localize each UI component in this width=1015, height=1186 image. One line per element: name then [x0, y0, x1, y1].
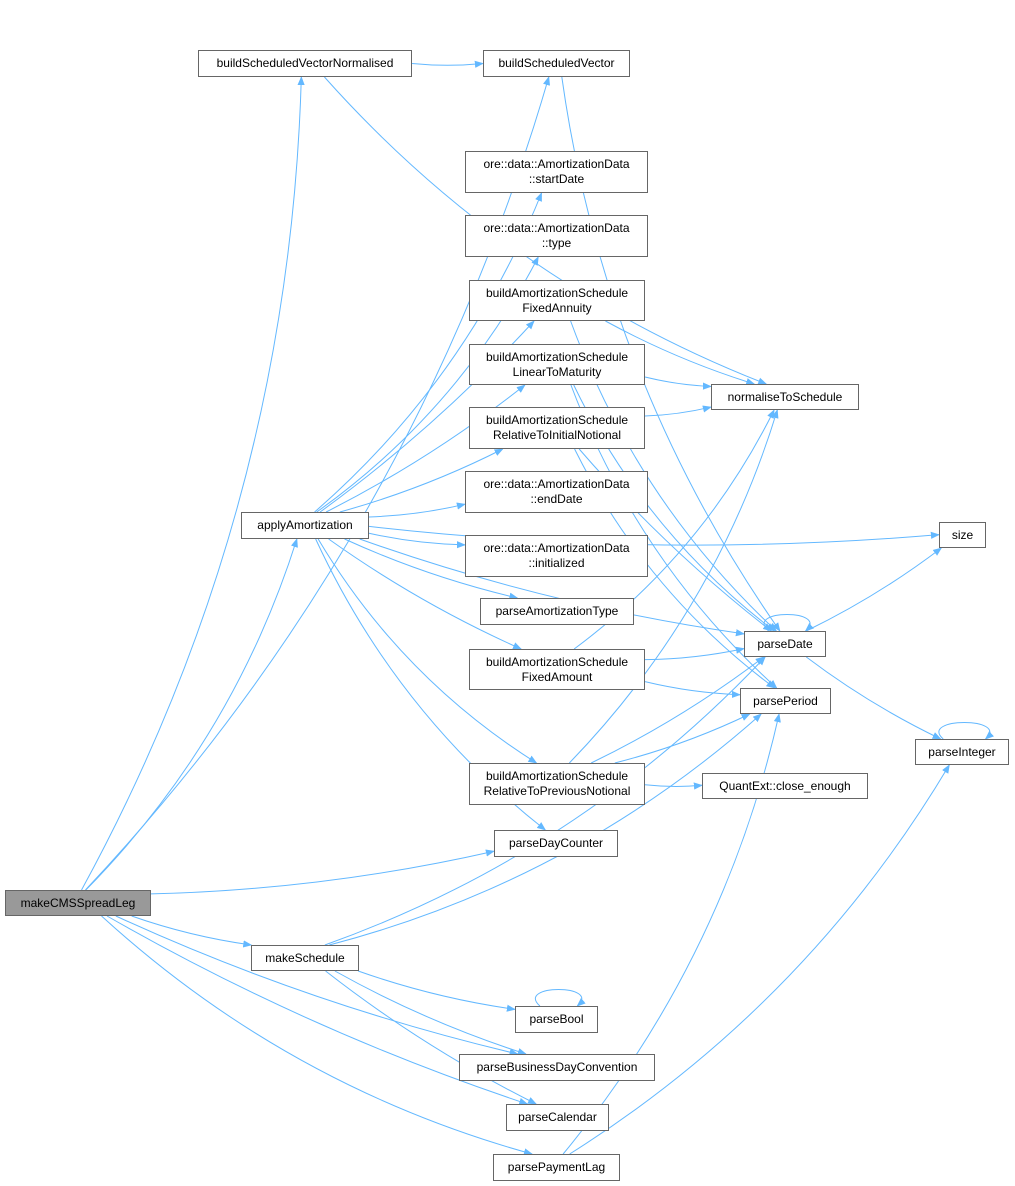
node-normalise-to-schedule[interactable]: normaliseToSchedule [711, 384, 859, 410]
node-initialized[interactable]: ore::data::AmortizationData::initialized [465, 535, 648, 577]
edge-apply-amortization-to-parse-date [359, 538, 745, 637]
node-label: RelativeToPreviousNotional [483, 784, 631, 798]
node-label: parsePeriod [753, 693, 818, 708]
edge-make-cmsspread-leg-to-make-schedule [131, 915, 253, 948]
node-parse-business-day-convention[interactable]: parseBusinessDayConvention [459, 1054, 655, 1081]
edge-parse-date-to-size [805, 547, 943, 632]
edge-make-cmsspread-leg-to-parse-payment-lag [101, 915, 533, 1156]
node-label: ore::data::AmortizationData [483, 221, 630, 235]
edge-make-schedule-to-parse-business-day-convention [334, 970, 527, 1055]
edge-parse-date-to-parse-integer [806, 656, 942, 740]
node-label: LinearToMaturity [512, 364, 602, 379]
edge-build-scheduled-vector-normalised-to-build-scheduled-vector [411, 60, 484, 68]
edge-parse-bool-to-parse-bool [535, 989, 586, 1007]
edge-make-cmsspread-leg-to-build-scheduled-vector-normalised [81, 76, 305, 891]
node-label: parseCalendar [518, 1110, 597, 1124]
edge-make-cmsspread-leg-to-parse-calendar [106, 915, 529, 1105]
node-build-scheduled-vector-normalised[interactable]: buildScheduledVectorNormalised [198, 50, 412, 77]
node-label: ore::data::AmortizationData [483, 541, 630, 555]
node-label: buildAmortizationSchedule [485, 413, 629, 427]
node-label: ore::data::AmortizationData [483, 157, 630, 171]
node-type[interactable]: ore::data::AmortizationData::type [465, 215, 648, 257]
node-label: QuantExt::close_enough [719, 778, 851, 793]
node-parse-integer[interactable]: parseInteger [915, 739, 1009, 765]
node-label: makeCMSSpreadLeg [20, 895, 136, 910]
node-end-date[interactable]: ore::data::AmortizationData::endDate [465, 471, 648, 513]
node-label: parseDayCounter [508, 836, 604, 850]
edge-apply-amortization-to-rel-initial [339, 448, 504, 513]
edge-rel-previous-to-close-enough [644, 782, 703, 790]
node-parse-amortization-type[interactable]: parseAmortizationType [480, 598, 634, 625]
edge-apply-amortization-to-size [368, 525, 940, 546]
edge-make-cmsspread-leg-to-apply-amortization [85, 538, 298, 891]
edge-rel-initial-to-normalise-to-schedule [644, 405, 712, 417]
edge-apply-amortization-to-end-date [368, 502, 466, 518]
edge-build-scheduled-vector-normalised-to-normalise-to-schedule [324, 76, 768, 385]
edge-apply-amortization-to-linear-to-maturity [325, 384, 526, 513]
node-parse-date[interactable]: parseDate [744, 631, 826, 657]
node-label: parseAmortizationType [495, 604, 619, 618]
node-parse-payment-lag[interactable]: parsePaymentLag [493, 1154, 620, 1181]
node-label: applyAmortization [257, 518, 353, 532]
node-label: normaliseToSchedule [727, 389, 843, 404]
edge-rel-previous-to-normalise-to-schedule [569, 409, 779, 764]
edge-fixed-annuity-to-normalise-to-schedule [605, 320, 756, 386]
node-label: ore::data::AmortizationData [483, 477, 630, 491]
node-label: parsePaymentLag [507, 1160, 606, 1174]
edge-apply-amortization-to-parse-amortization-type [344, 538, 519, 600]
node-label: ::initialized [528, 556, 585, 570]
node-label: parseBusinessDayConvention [476, 1060, 638, 1074]
node-label: buildScheduledVectorNormalised [216, 56, 394, 70]
edge-linear-to-maturity-to-normalise-to-schedule [644, 376, 712, 390]
edge-apply-amortization-to-initialized [368, 532, 466, 549]
node-label: RelativeToInitialNotional [492, 428, 622, 442]
edge-parse-date-to-parse-date [763, 614, 814, 632]
edge-make-schedule-to-parse-calendar [325, 970, 537, 1105]
node-label: ::endDate [530, 492, 583, 506]
node-label: makeSchedule [265, 950, 345, 965]
edge-fixed-amount-to-parse-period [644, 681, 741, 699]
edge-make-cmsspread-leg-to-build-scheduled-vector [85, 76, 551, 891]
node-make-cmsspread-leg[interactable]: makeCMSSpreadLeg [5, 890, 151, 916]
node-start-date[interactable]: ore::data::AmortizationData::startDate [465, 151, 648, 193]
edge-apply-amortization-to-rel-previous [317, 538, 538, 764]
node-parse-period[interactable]: parsePeriod [740, 688, 831, 714]
node-build-scheduled-vector[interactable]: buildScheduledVector [483, 50, 630, 77]
edge-apply-amortization-to-fixed-amount [328, 538, 522, 650]
node-close-enough[interactable]: QuantExt::close_enough [702, 773, 868, 799]
node-label: buildAmortizationSchedule [485, 349, 629, 364]
edge-make-cmsspread-leg-to-parse-business-day-convention [115, 915, 519, 1056]
edge-make-schedule-to-parse-date [324, 656, 766, 946]
node-parse-day-counter[interactable]: parseDayCounter [494, 830, 618, 857]
node-label: buildAmortizationSchedule [485, 285, 629, 300]
node-label: FixedAmount [521, 669, 593, 684]
node-label: buildAmortizationSchedule [485, 769, 629, 783]
edge-parse-payment-lag-to-parse-integer [569, 764, 950, 1155]
node-make-schedule[interactable]: makeSchedule [251, 945, 359, 971]
node-label: ::type [541, 236, 572, 250]
node-parse-bool[interactable]: parseBool [515, 1006, 598, 1033]
node-apply-amortization[interactable]: applyAmortization [241, 512, 369, 539]
edge-make-schedule-to-parse-bool [357, 970, 516, 1012]
node-label: parseInteger [928, 744, 996, 759]
node-label: parseDate [757, 636, 813, 651]
edge-rel-previous-to-parse-period [614, 713, 751, 764]
node-label: size [951, 527, 974, 542]
edge-parse-integer-to-parse-integer [938, 722, 994, 740]
edge-fixed-amount-to-parse-date [644, 646, 745, 661]
node-label: buildAmortizationSchedule [485, 654, 629, 669]
node-size[interactable]: size [939, 522, 986, 548]
node-label: FixedAnnuity [522, 300, 592, 315]
node-label: parseBool [529, 1012, 584, 1026]
node-label: buildScheduledVector [498, 56, 615, 70]
edge-make-cmsspread-leg-to-parse-day-counter [150, 849, 495, 895]
node-parse-calendar[interactable]: parseCalendar [506, 1104, 609, 1131]
edge-rel-previous-to-parse-date [590, 656, 765, 764]
node-label: ::startDate [528, 172, 585, 186]
